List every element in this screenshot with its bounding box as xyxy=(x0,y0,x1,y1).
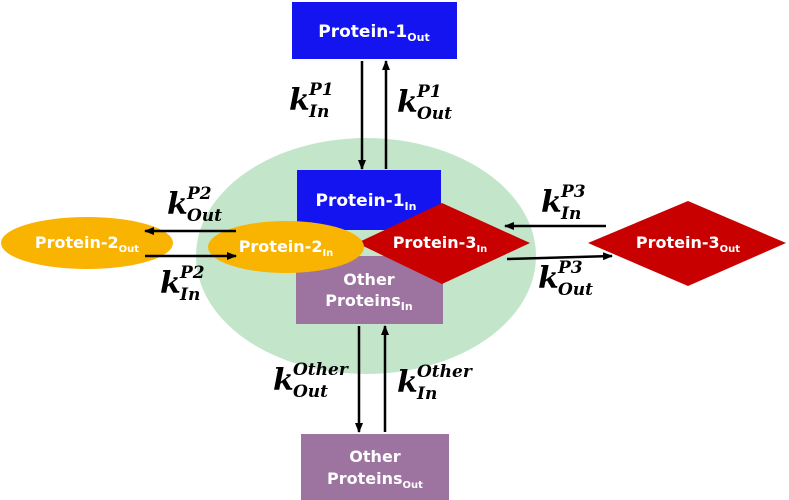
protein-1-out-label: Protein-1Out xyxy=(318,22,429,44)
svg-text:k: k xyxy=(167,187,188,222)
svg-text:In: In xyxy=(416,384,437,404)
other-proteins-out-line1: Other xyxy=(349,447,400,466)
svg-text:Out: Out xyxy=(558,280,593,300)
protein-2-in-label: Protein-2In xyxy=(239,237,334,259)
rate-k-out-p2: k P2 Out xyxy=(167,184,222,226)
svg-text:k: k xyxy=(397,365,418,400)
svg-text:In: In xyxy=(308,102,329,122)
protein-2-in-ellipse xyxy=(208,221,364,273)
rate-k-in-p1: k P1 In xyxy=(289,80,334,122)
rate-k-out-p1: k P1 Out xyxy=(397,82,452,124)
svg-text:P1: P1 xyxy=(416,82,442,102)
rate-k-in-p2: k P2 In xyxy=(160,263,205,305)
svg-text:In: In xyxy=(560,204,581,224)
svg-text:P3: P3 xyxy=(560,182,586,202)
svg-text:k: k xyxy=(538,261,559,296)
rate-k-out-other: k Other Out xyxy=(273,360,349,402)
protein-1-out-box xyxy=(292,2,457,59)
svg-text:In: In xyxy=(179,285,200,305)
svg-text:Other: Other xyxy=(417,362,473,382)
protein-3-in-label: Protein-3In xyxy=(393,233,488,255)
protein-2-out-label: Protein-2Out xyxy=(35,233,139,255)
other-proteins-out-box xyxy=(301,434,449,500)
rate-k-in-other: k Other In xyxy=(397,362,473,404)
svg-text:P1: P1 xyxy=(308,80,334,100)
svg-text:k: k xyxy=(273,363,294,398)
svg-text:k: k xyxy=(289,83,310,118)
protein-2-out-ellipse xyxy=(1,217,173,269)
svg-text:Out: Out xyxy=(293,382,328,402)
svg-text:P3: P3 xyxy=(557,258,583,278)
svg-text:Out: Out xyxy=(187,206,222,226)
svg-text:P2: P2 xyxy=(186,184,212,204)
arrow-protein-3-out xyxy=(506,252,613,261)
svg-text:k: k xyxy=(397,85,418,120)
svg-text:k: k xyxy=(541,185,562,220)
other-proteins-in-line1: Other xyxy=(343,270,394,289)
svg-text:k: k xyxy=(160,266,181,301)
svg-text:P2: P2 xyxy=(179,263,205,283)
svg-text:Out: Out xyxy=(417,104,452,124)
protein-3-out-label: Protein-3Out xyxy=(636,233,740,255)
other-proteins-out-line2: ProteinsOut xyxy=(327,469,423,491)
protein-3-out-diamond xyxy=(588,201,786,286)
protein-1-in-label: Protein-1In xyxy=(316,191,417,213)
svg-text:Other: Other xyxy=(293,360,349,380)
other-proteins-in-line2: ProteinsIn xyxy=(325,291,412,313)
protein-3-in-diamond xyxy=(357,203,530,284)
rate-k-out-p3: k P3 Out xyxy=(538,258,593,300)
rate-k-in-p3: k P3 In xyxy=(541,182,586,224)
